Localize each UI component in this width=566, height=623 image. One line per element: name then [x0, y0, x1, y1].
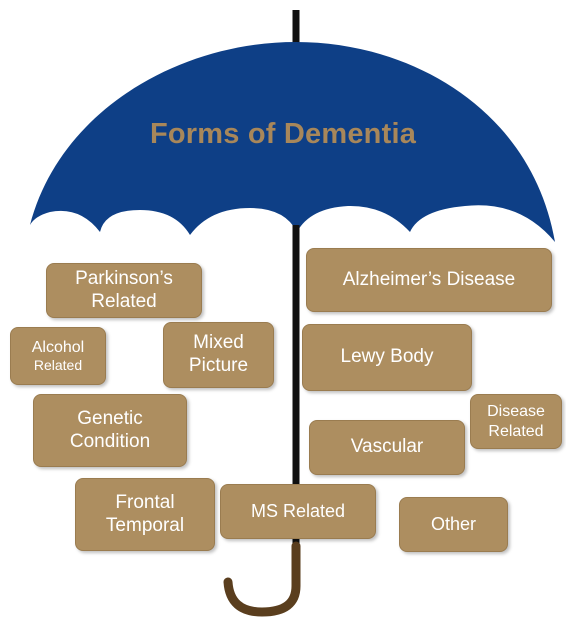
umbrella-handle [228, 546, 296, 612]
category-label-line: Alcohol [32, 338, 84, 357]
category-alzheimers-disease: Alzheimer’s Disease [306, 248, 552, 312]
category-label-line: Related [75, 291, 173, 314]
category-label-line: Other [431, 514, 476, 536]
category-lewy-body: Lewy Body [302, 324, 472, 391]
category-label-line: Alzheimer’s Disease [343, 269, 515, 292]
category-label-line: MS Related [251, 501, 345, 523]
category-label-line: Related [487, 422, 545, 441]
category-label-line: Genetic [70, 408, 150, 431]
category-vascular: Vascular [309, 420, 465, 475]
category-other: Other [399, 497, 508, 552]
category-label-line: Condition [70, 431, 150, 454]
category-label-line: Mixed [189, 332, 248, 355]
category-label-line: Related [32, 357, 84, 374]
category-label-line: Disease [487, 402, 545, 421]
category-label-line: Temporal [106, 515, 184, 538]
category-label-line: Frontal [106, 492, 184, 515]
category-label-line: Lewy Body [341, 346, 434, 369]
category-label-line: Picture [189, 355, 248, 378]
category-label-line: Vascular [351, 436, 424, 459]
category-label-line: Parkinson’s [75, 268, 173, 291]
diagram-title: Forms of Dementia [0, 118, 566, 151]
category-ms-related: MS Related [220, 484, 376, 539]
